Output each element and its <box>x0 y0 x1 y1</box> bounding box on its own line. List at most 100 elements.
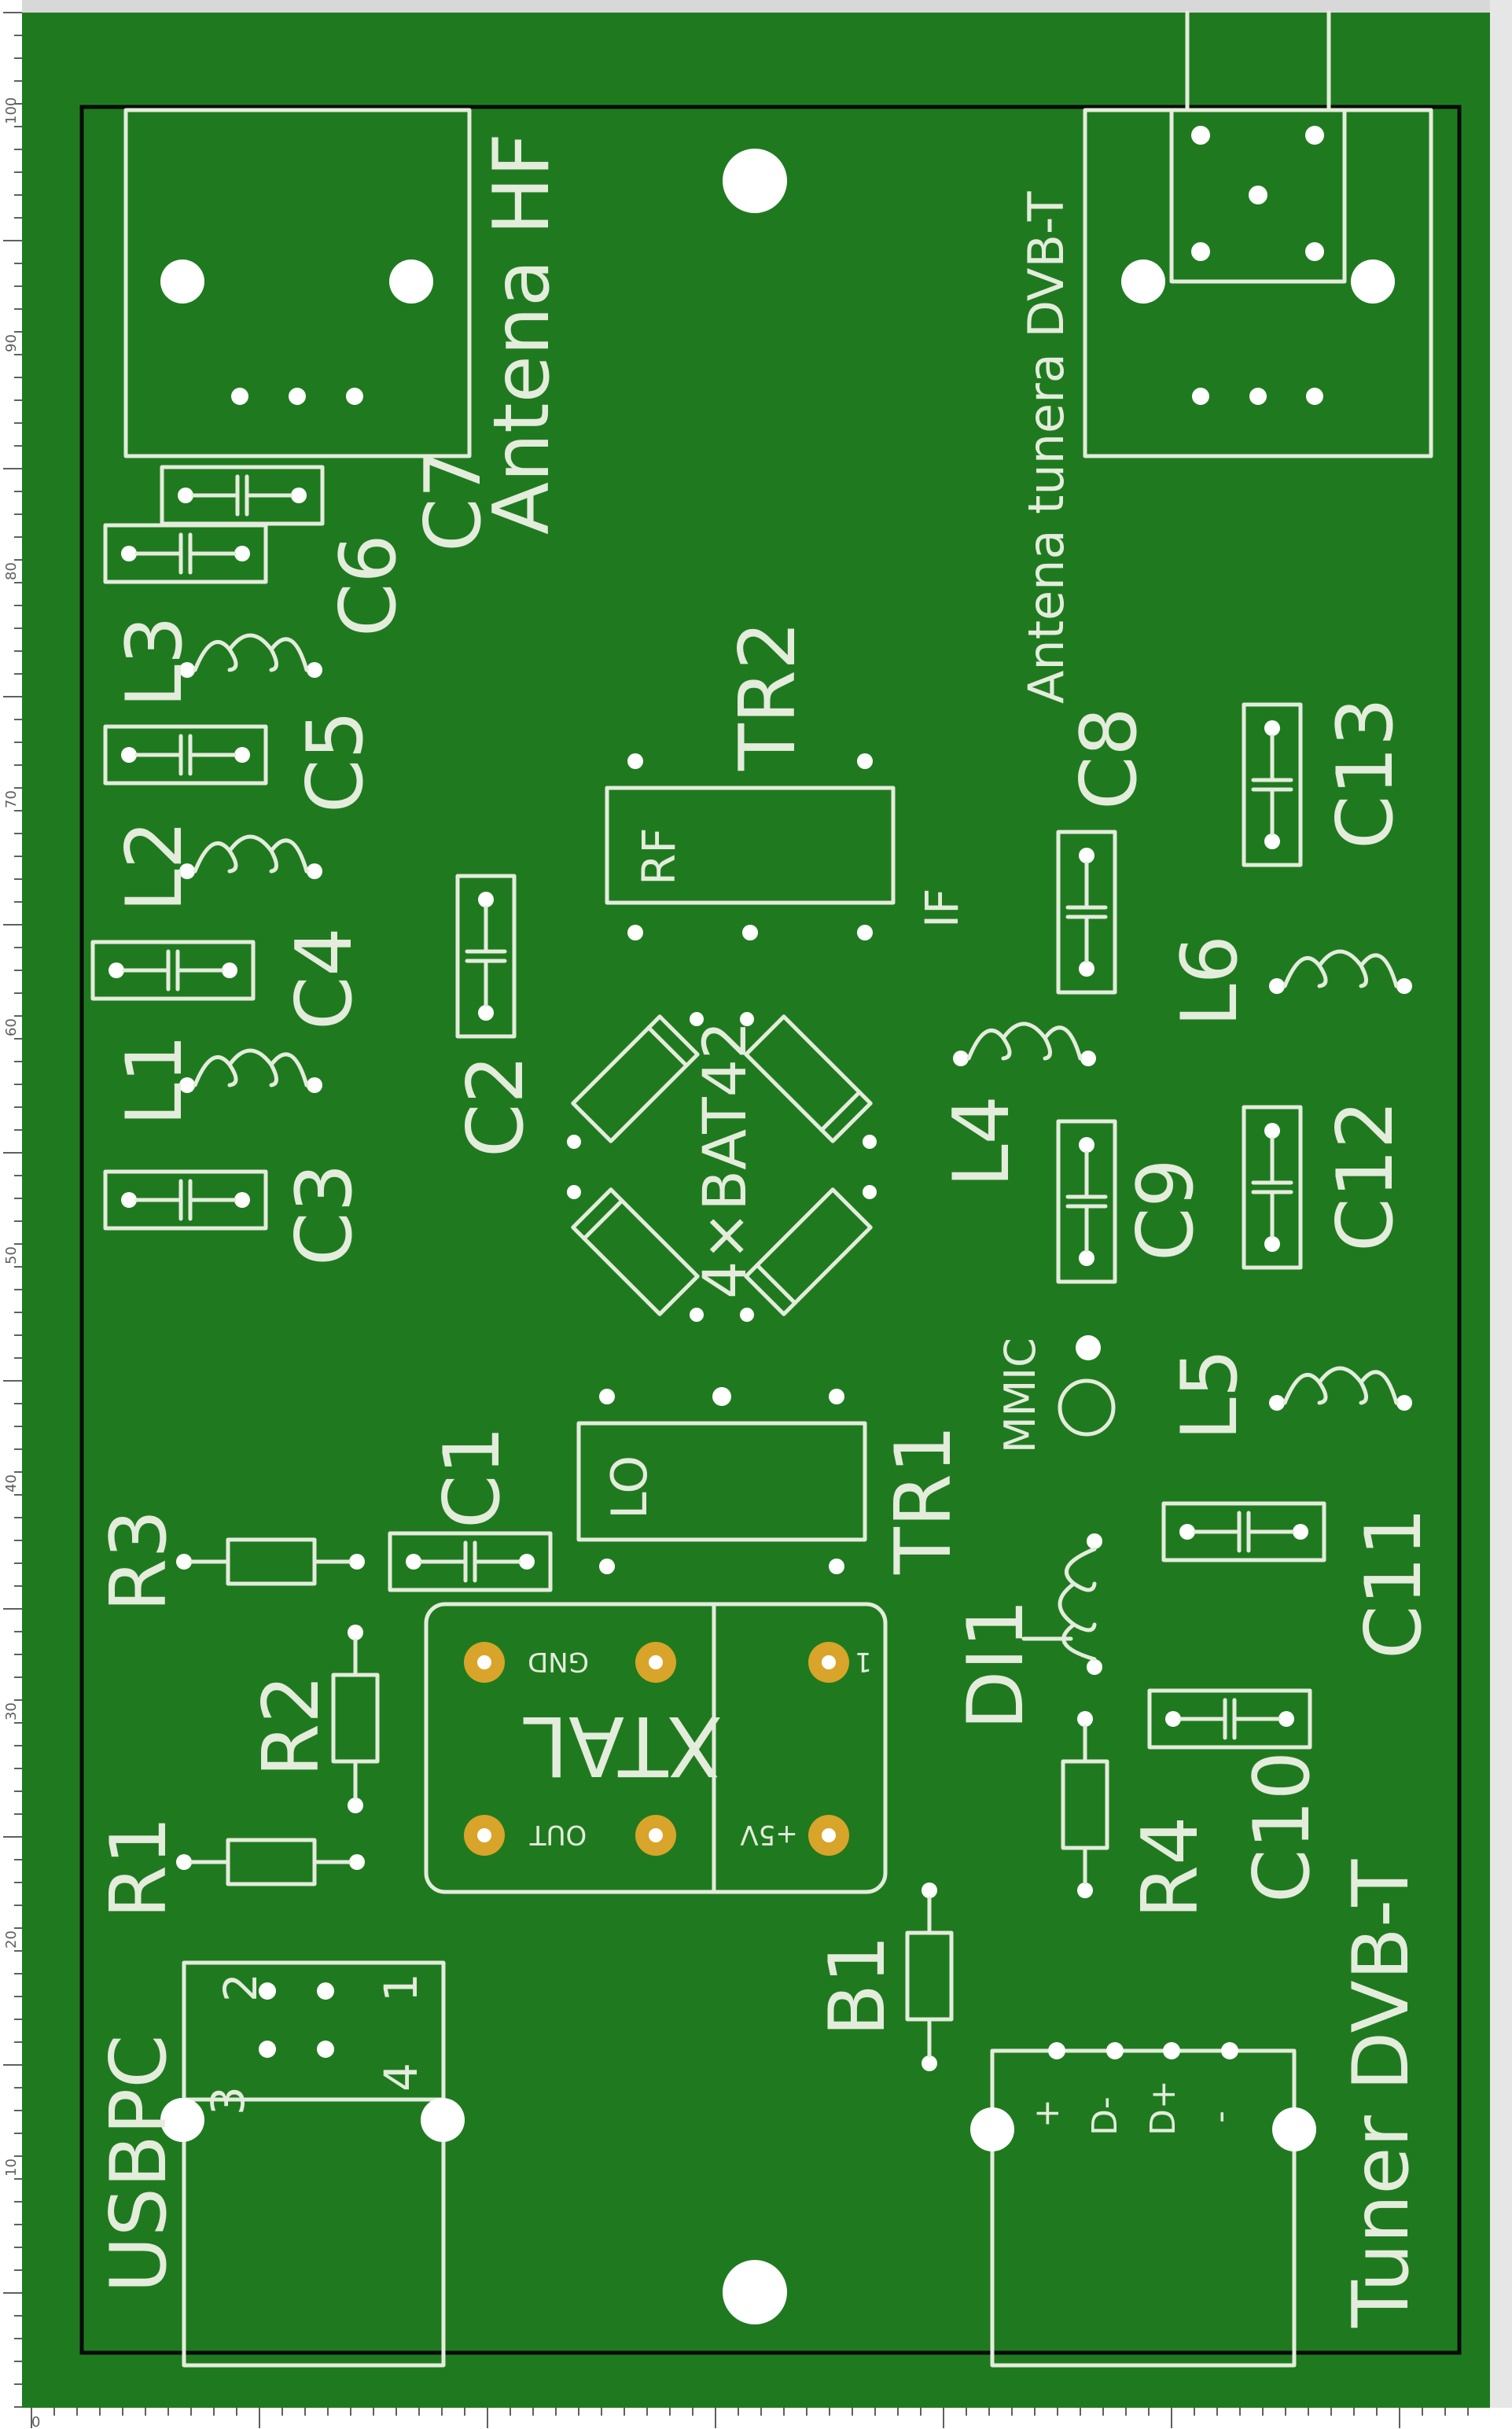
capacitor-c11 <box>1161 1501 1326 1562</box>
c2-label: C2 <box>451 1054 541 1157</box>
ruler-label-100: 100 <box>3 98 20 124</box>
bat42-label: 4×BAT42 <box>690 1021 760 1299</box>
mounting-hole-bottom <box>723 2260 787 2324</box>
c11-label: C11 <box>1349 1507 1439 1659</box>
r1-label: R1 <box>94 1816 184 1919</box>
c13-label: C13 <box>1321 697 1411 849</box>
inductor-l6 <box>1269 949 1412 994</box>
resistor-r3 <box>176 1537 365 1586</box>
capacitor-c1 <box>388 1531 553 1592</box>
ruler-label-60: 60 <box>3 1018 20 1036</box>
c7-label: C7 <box>409 449 498 552</box>
rf-label: RF <box>632 827 686 885</box>
tuner-dvbt-label: Tuner DVB-T <box>1337 1859 1426 2328</box>
if-label: IF <box>915 889 969 928</box>
capacitor-c9 <box>1056 1119 1117 1284</box>
c1-label: C1 <box>428 1426 517 1529</box>
ruler-label-50: 50 <box>3 1246 20 1264</box>
usb-plus-label: + <box>1027 2099 1067 2128</box>
c6-label: C6 <box>324 534 414 637</box>
capacitor-c4 <box>90 940 256 1001</box>
c10-label: C10 <box>1238 1751 1327 1903</box>
capacitor-c2 <box>455 874 517 1039</box>
usb-pin4-label: 4 <box>374 2063 428 2092</box>
capacitor-c5 <box>103 724 268 786</box>
inductor-l4 <box>953 1021 1096 1066</box>
xtal-pin1-label: 1 <box>855 1646 872 1677</box>
antena-hf-label: Antena HF <box>477 133 567 535</box>
transformer-tr1 <box>576 1387 867 1574</box>
di1-label: DI1 <box>951 1599 1041 1730</box>
usb-dminus-label: D- <box>1085 2096 1125 2136</box>
ruler-label-20: 20 <box>3 1930 20 1949</box>
capacitor-c13 <box>1242 702 1303 867</box>
ruler-label-80: 80 <box>3 562 20 580</box>
board-outline <box>79 105 1462 2355</box>
resistor-r4 <box>1061 1711 1109 1898</box>
c5-label: C5 <box>291 710 381 813</box>
ruler-label-40: 40 <box>3 1474 20 1492</box>
xtal-oscillator <box>424 1602 888 1894</box>
lo-label: LO <box>601 1456 658 1519</box>
capacitor-c6 <box>103 523 268 584</box>
bottom-ruler: 0 <box>0 2408 1512 2429</box>
bead-b1 <box>905 1882 954 2071</box>
r4-label: R4 <box>1126 1816 1216 1919</box>
inductor-l3 <box>179 633 322 678</box>
r2-label: R2 <box>247 1675 337 1777</box>
mounting-hole-top <box>723 149 787 213</box>
tuner-dvbt-connector <box>970 2042 1316 2368</box>
out-label: OUT <box>530 1819 587 1850</box>
choke-di1 <box>1021 1533 1102 1675</box>
mmic <box>1058 1335 1116 1437</box>
usb-pin1-label: 1 <box>374 1973 428 2002</box>
usb-dplus-label: D+ <box>1143 2080 1183 2136</box>
ruler-label-90: 90 <box>3 334 20 352</box>
ruler-label-70: 70 <box>3 790 20 808</box>
resistor-r1 <box>176 1838 365 1886</box>
capacitor-c12 <box>1242 1105 1303 1270</box>
capacitor-c10 <box>1147 1688 1312 1750</box>
xtal-label: XTAL <box>523 1698 723 1794</box>
c12-label: C12 <box>1321 1100 1411 1252</box>
ruler-label-0: 0 <box>31 2414 40 2429</box>
antena-hf-connector <box>123 108 472 458</box>
inductor-l1 <box>179 1048 322 1093</box>
inductor-l5 <box>1269 1366 1412 1411</box>
l4-label: L4 <box>937 1095 1027 1187</box>
l6-label: L6 <box>1165 935 1255 1027</box>
capacitor-c8 <box>1056 830 1117 995</box>
antena-dvbt-label: Antena tunera DVB-T <box>1017 190 1075 704</box>
b1-label: B1 <box>813 1934 903 2037</box>
l5-label: L5 <box>1165 1349 1255 1441</box>
usbpc-connector <box>160 1960 465 2368</box>
c8-label: C8 <box>1065 707 1154 810</box>
antena-dvbt-connector <box>1083 10 1433 458</box>
l1-label: L1 <box>110 1034 200 1126</box>
r3-label: R3 <box>94 1510 184 1612</box>
usb-pin2-label: 2 <box>214 1973 267 2002</box>
capacitor-c3 <box>103 1169 268 1231</box>
tr2-label: TR2 <box>723 621 813 771</box>
tr1-label: TR1 <box>879 1425 969 1575</box>
gnd-label: GND <box>528 1646 589 1677</box>
resistor-r2 <box>331 1625 380 1813</box>
c3-label: C3 <box>280 1163 370 1266</box>
ruler-label-30: 30 <box>3 1702 20 1721</box>
usb-minus-label: - <box>1200 2111 1240 2123</box>
mmic-label: MMIC <box>995 1338 1045 1453</box>
c4-label: C4 <box>280 927 370 1030</box>
inductor-l2 <box>179 834 322 879</box>
usb-pin3-label: 3 <box>201 2086 255 2115</box>
l2-label: L2 <box>110 820 200 912</box>
diode-ring-4xbat42 <box>567 1012 877 1322</box>
l3-label: L3 <box>110 616 200 708</box>
left-ruler: 100 90 80 70 60 50 40 30 20 10 <box>0 0 22 2429</box>
c9-label: C9 <box>1121 1158 1211 1261</box>
ruler-label-10: 10 <box>3 2158 20 2177</box>
usbpc-label: USBPC <box>94 2034 184 2293</box>
transformer-tr2 <box>605 753 896 940</box>
plus5v-label: +5V <box>740 1819 797 1850</box>
